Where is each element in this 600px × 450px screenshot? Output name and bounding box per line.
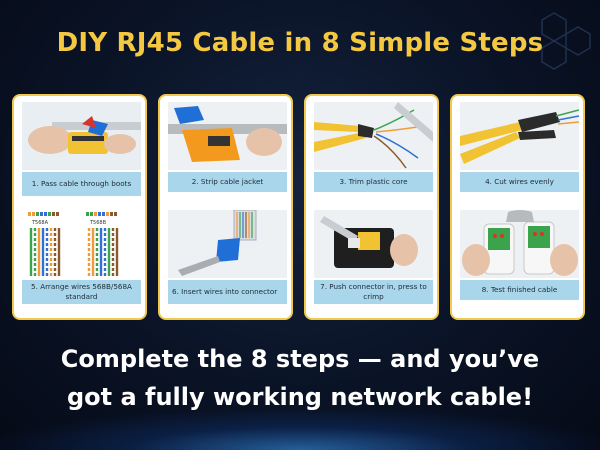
step-card-4-8: 4. Cut wires evenly 8. Test finished cab…: [450, 94, 585, 320]
wiring-diagram: T568A T568B: [22, 210, 141, 278]
step-card-2-6: 2. Strip cable jacket 6. Insert wires in…: [158, 94, 293, 320]
bottom-glow: [0, 410, 600, 450]
step-5: T568A T568B: [22, 210, 141, 308]
wiring-label-right: T568B: [89, 220, 107, 226]
step-card-3-7: 3. Trim plastic core 7. Push connector i…: [304, 94, 439, 320]
step-card-1-5: 1. Pass cable through boots T568A T568B: [12, 94, 147, 320]
step-label: 3. Trim plastic core: [314, 172, 433, 192]
step-label: 1. Pass cable through boots: [22, 172, 141, 196]
step-label: 2. Strip cable jacket: [168, 172, 287, 192]
closing-line-1: Complete the 8 steps — and you’ve: [60, 345, 540, 373]
step-label: 4. Cut wires evenly: [460, 172, 579, 192]
wiring-label-left: T568A: [31, 220, 49, 226]
cable-boot-photo: [22, 102, 141, 170]
crimper-photo: [314, 210, 433, 278]
cutter-photo: [314, 102, 433, 170]
hexagon-pattern-icon: [541, 12, 591, 70]
page-title: DIY RJ45 Cable in 8 Simple Steps: [56, 28, 544, 58]
step-label: 6. Insert wires into connector: [168, 280, 287, 304]
step-3: 3. Trim plastic core: [314, 102, 433, 200]
step-2: 2. Strip cable jacket: [168, 102, 287, 200]
step-4: 4. Cut wires evenly: [460, 102, 579, 200]
closing-message: Complete the 8 steps — and you’ve got a …: [0, 340, 600, 416]
step-7: 7. Push connector in, press to crimp: [314, 210, 433, 308]
cable-tester-photo: [460, 210, 579, 278]
step-label: 8. Test finished cable: [460, 280, 579, 300]
step-1: 1. Pass cable through boots: [22, 102, 141, 200]
step-6: 6. Insert wires into connector: [168, 210, 287, 308]
rj45-plug-photo: [168, 210, 287, 278]
step-8: 8. Test finished cable: [460, 210, 579, 308]
step-label: 5. Arrange wires 568B/568A standard: [22, 280, 141, 304]
pliers-photo: [460, 102, 579, 170]
closing-line-2: got a fully working network cable!: [66, 383, 534, 411]
cable-stripper-photo: [168, 102, 287, 170]
step-label: 7. Push connector in, press to crimp: [314, 280, 433, 304]
